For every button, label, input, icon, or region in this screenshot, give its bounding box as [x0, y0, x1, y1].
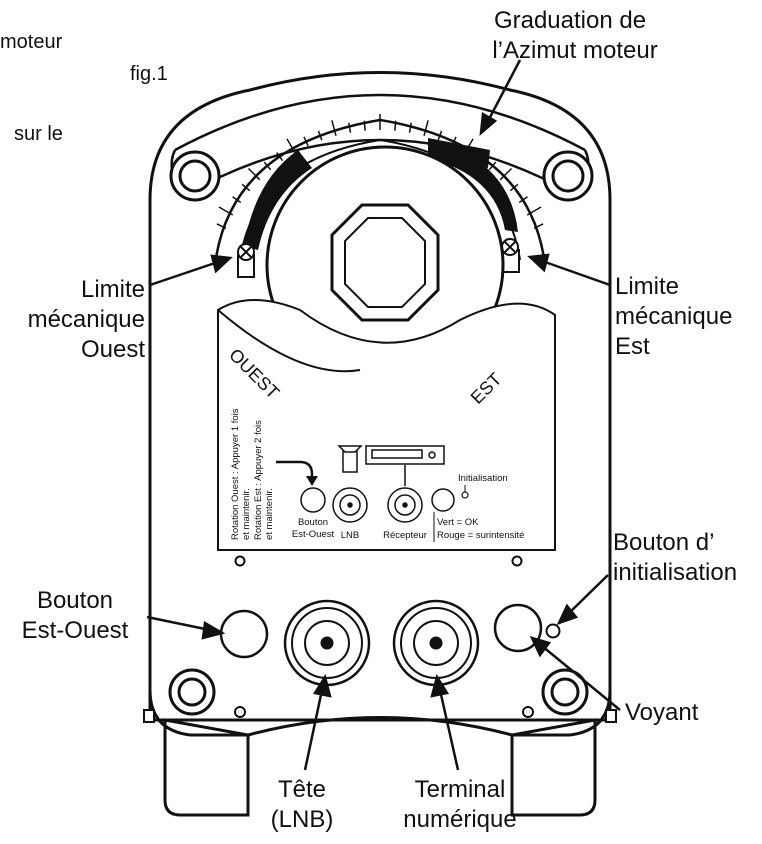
- callout-graduation-1: Graduation de: [494, 7, 646, 34]
- graduation-tick: [276, 152, 284, 162]
- central-shaft: [265, 145, 505, 385]
- connector-terminal[interactable]: [392, 599, 480, 687]
- limit-screw-east: [501, 238, 520, 273]
- callout-arrows: [146, 59, 621, 771]
- graduation-tick: [348, 122, 352, 133]
- instr-line-2: et maintenir.: [241, 488, 252, 540]
- graduation-tick: [216, 223, 227, 229]
- graduation-tick: [303, 136, 309, 147]
- panel-instructions: Rotation Ouest : Appuyer 1 fois et maint…: [230, 408, 275, 540]
- graduation-tick: [317, 130, 323, 141]
- graduation-tick: [241, 183, 251, 192]
- limit-arc-west: [244, 150, 312, 250]
- callout-limit-east-1: Limite: [615, 273, 679, 300]
- instr-line-4: et maintenir.: [264, 488, 275, 540]
- hole-bottom-right: [522, 706, 534, 718]
- panel-vert-label: Vert = OK: [437, 517, 479, 528]
- label-panel: [217, 299, 556, 551]
- callout-limit-west-3: Ouest: [81, 336, 145, 363]
- graduation-tick: [263, 161, 272, 171]
- mount-boss-bottom-left: [168, 668, 216, 716]
- panel-icon-init: [461, 491, 469, 499]
- panel-icon-button-ew: [300, 487, 326, 513]
- graduation-tick: [423, 120, 429, 136]
- panel-hole-left: [234, 555, 246, 567]
- graduation-tick: [509, 183, 519, 192]
- panel-bouton-line2: Est-Ouest: [292, 529, 335, 540]
- hole-bottom-left: [234, 706, 246, 718]
- mount-boss-top-left: [169, 150, 221, 202]
- top-left-text-1: moteur: [0, 31, 63, 53]
- graduation-tick: [363, 120, 366, 131]
- panel-init-label: Initialisation: [458, 473, 508, 484]
- graduation-tick: [526, 206, 542, 216]
- graduation-tick: [488, 161, 497, 171]
- panel-icon-lnb: [332, 445, 368, 523]
- figure-label: fig.1: [130, 63, 168, 85]
- connector-lnb[interactable]: [283, 599, 371, 687]
- callout-voyant: Voyant: [625, 699, 699, 726]
- callout-terminal-1: Terminal: [415, 776, 506, 803]
- panel-rouge-label: Rouge = surintensité: [437, 530, 524, 541]
- panel-icon-receiver-box: [365, 445, 445, 465]
- callout-limit-west-2: mécanique: [28, 306, 145, 333]
- side-tab-left: [143, 709, 155, 723]
- callout-head-2: (LNB): [271, 806, 334, 833]
- graduation-tick: [232, 196, 242, 204]
- top-left-text-2: sur le: [14, 123, 63, 145]
- mount-boss-top-right: [542, 150, 594, 202]
- button-east-west[interactable]: [219, 609, 269, 659]
- instr-arrow: [276, 460, 318, 486]
- mount-boss-bottom-right: [541, 668, 589, 716]
- callout-button-ew-2: Est-Ouest: [22, 617, 129, 644]
- panel-hole-right: [511, 555, 523, 567]
- callout-terminal-2: numérique: [403, 806, 516, 833]
- graduation-tick: [247, 167, 261, 181]
- graduation-tick: [437, 130, 443, 141]
- side-tab-right: [605, 709, 617, 723]
- panel-icon-led: [431, 488, 455, 512]
- callout-limit-east-2: mécanique: [615, 303, 732, 330]
- callout-button-init-2: initialisation: [613, 559, 737, 586]
- graduation-ticks: [216, 114, 544, 229]
- limit-screw-west: [237, 243, 255, 278]
- panel-bouton-line1: Bouton: [298, 517, 328, 528]
- callout-button-ew-1: Bouton: [37, 587, 113, 614]
- graduation-tick: [331, 120, 337, 136]
- graduation-tick: [499, 167, 513, 181]
- panel-icon-recepteur: [387, 465, 423, 523]
- limit-arc-east-upper: [428, 138, 490, 168]
- graduation-tick: [218, 206, 234, 216]
- panel-lnb-label: LNB: [341, 530, 359, 541]
- housing-feet: [148, 689, 612, 817]
- callout-limit-west-1: Limite: [81, 276, 145, 303]
- graduation-tick: [394, 120, 397, 131]
- graduation-tick: [286, 138, 296, 154]
- panel-recepteur-label: Récepteur: [383, 530, 427, 541]
- graduation-tick: [518, 196, 528, 204]
- instr-line-1: Rotation Ouest : Appuyer 1 fois: [230, 408, 241, 540]
- callout-graduation-2: l’Azimut moteur: [492, 37, 657, 64]
- callout-button-init-1: Bouton d’: [613, 529, 714, 556]
- led-indicator: [493, 603, 543, 653]
- graduation-tick: [408, 122, 412, 133]
- graduation-tick: [533, 223, 544, 229]
- instr-line-3: Rotation Est : Appuyer 2 fois: [253, 420, 264, 540]
- button-init[interactable]: [545, 623, 561, 639]
- callout-limit-east-3: Est: [615, 333, 650, 360]
- callout-head-1: Tête: [278, 776, 326, 803]
